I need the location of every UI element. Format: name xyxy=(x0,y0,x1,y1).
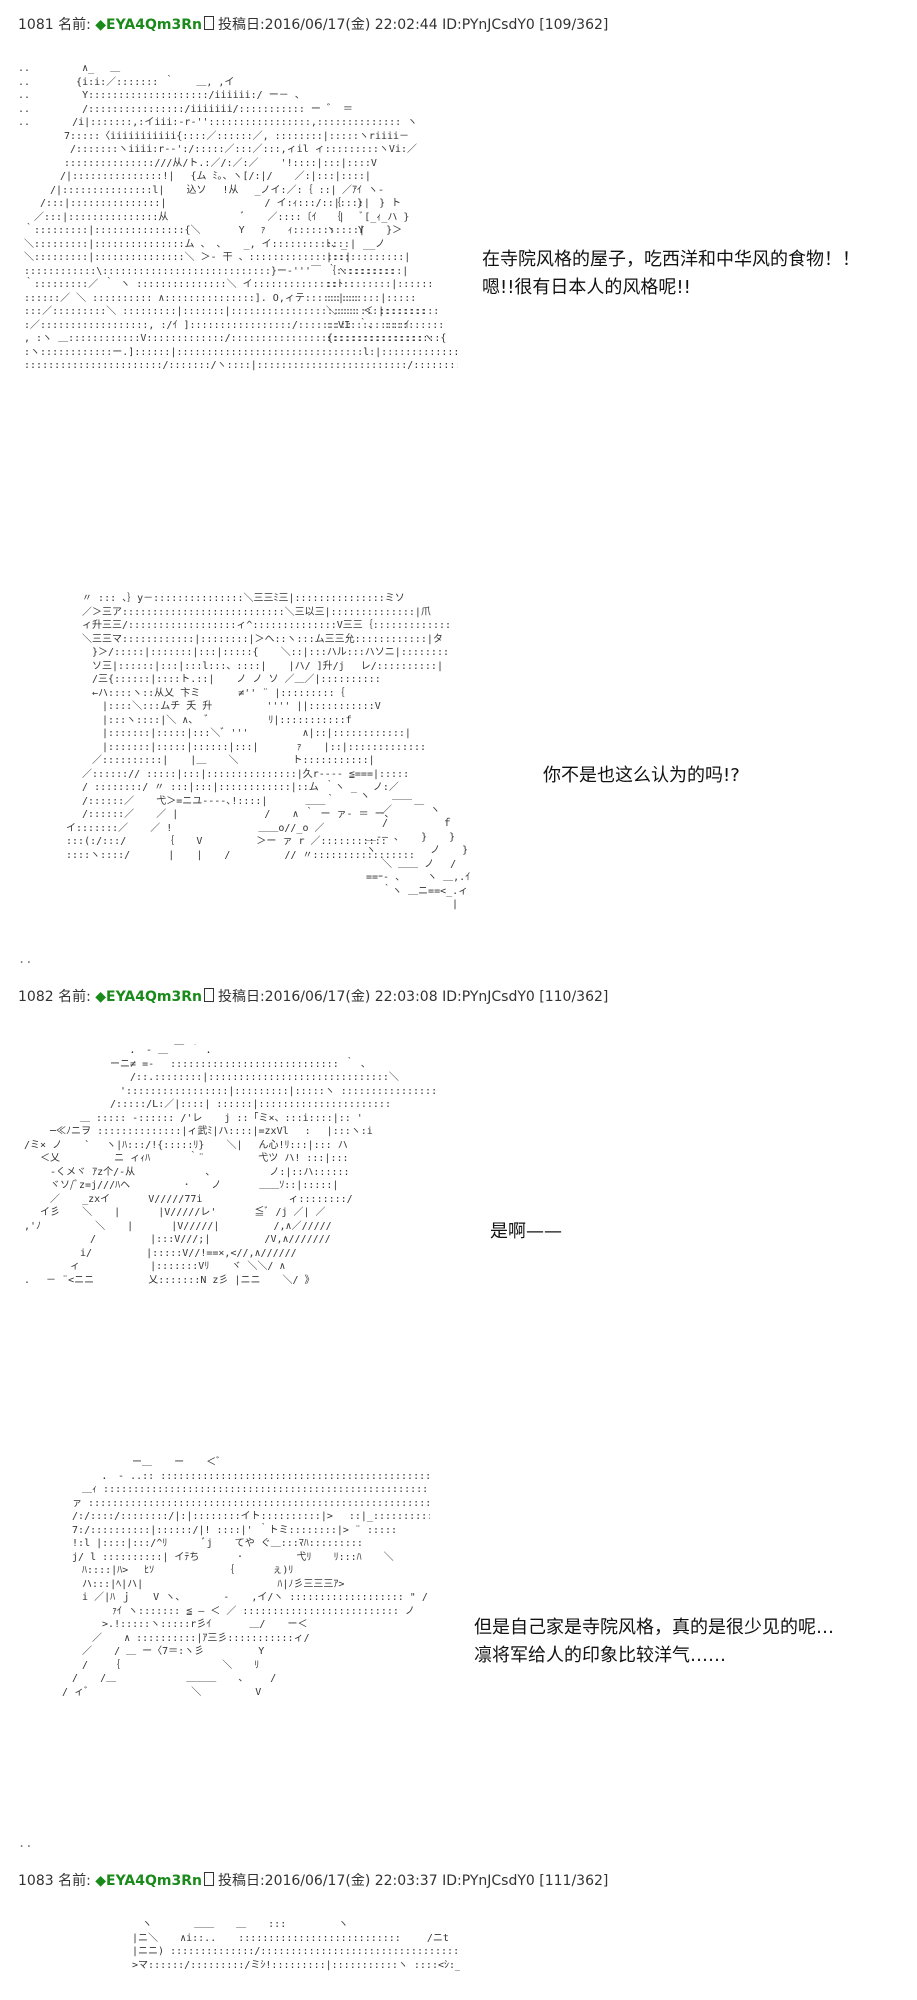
box-icon xyxy=(203,988,214,1002)
name-label: 名前: xyxy=(58,1873,91,1889)
date-label: 投稿日: xyxy=(217,1873,265,1889)
ascii-art-character-3: ． ‐ ＿ ￣ ｀ ． ーニ≠ =‐ :::::::::::::::::::::… xyxy=(24,1045,438,1286)
post-counter: [111/362] xyxy=(539,1873,609,1889)
name-label: 名前: xyxy=(58,17,91,33)
dialogue-text-3: 是啊—— xyxy=(490,1221,562,1242)
post-counter: [110/362] xyxy=(539,989,609,1005)
date-label: 投稿日: xyxy=(217,989,265,1005)
post-header-1083: 1083 名前: ◆EYA4Qm3Rn 投稿日:2016/06/17(金) 22:… xyxy=(18,1870,608,1890)
post-id[interactable]: ID:PYnJCsdY0 xyxy=(442,1873,535,1889)
date-label: 投稿日: xyxy=(217,17,265,33)
ascii-art-character-2: 〃 ::: 、｝y－:::::::::::::::＼三三ﾐ三|:::::::::… xyxy=(66,593,450,861)
gap-dots: .. xyxy=(18,952,33,966)
trip-code[interactable]: ◆EYA4Qm3Rn xyxy=(95,1873,202,1889)
gap-dots: .. xyxy=(18,1836,33,1850)
ascii-art-character-2-hand: ヽ ＿＿ ／ ￣ ヽ / ｆ ＿-― ､ } } ヽ ノ } ＼ ＿＿ ノ / … xyxy=(360,791,471,910)
name-label: 名前: xyxy=(58,989,91,1005)
dialogue-text-4: 但是自己家是寺院风格，真的是很少见的呢… 凛将军给人的印象比较洋气…… xyxy=(474,1614,834,1670)
post-date: 2016/06/17(金) 22:03:37 xyxy=(264,1873,438,1889)
ascii-art-character-4: ー＿ ー ＜ﾞ ． ‐ ..:: :::::::::::::::::::::::… xyxy=(62,1457,430,1698)
post-date: 2016/06/17(金) 22:03:08 xyxy=(264,989,438,1005)
post-number: 1082 xyxy=(18,989,54,1005)
post-id[interactable]: ID:PYnJCsdY0 xyxy=(442,989,535,1005)
dialogue-line-1b: 嗯!!很有日本人的风格呢!! xyxy=(482,277,691,298)
ascii-art-character-5: ヽ ＿＿ ＿ ::: ヽ |ニ＼ ∧i::.. ::::::::::::::::… xyxy=(132,1919,460,1971)
trip-code[interactable]: ◆EYA4Qm3Rn xyxy=(95,17,202,33)
post-counter: [109/362] xyxy=(539,17,609,33)
post-number: 1081 xyxy=(18,17,54,33)
dialogue-line-1a: 在寺院风格的屋子，吃西洋和中华风的食物！！ xyxy=(482,249,860,270)
post-header-1082: 1082 名前: ◆EYA4Qm3Rn 投稿日:2016/06/17(金) 22:… xyxy=(18,986,608,1006)
dialogue-text-1: 在寺院风格的屋子，吃西洋和中华风的食物！！ 嗯!!很有日本人的风格呢!! xyxy=(482,246,860,302)
post-number: 1083 xyxy=(18,1873,54,1889)
ascii-art-character-1-side: ／ｱｲ ヽ- ｛ } } ト ｛ ﾞ[_ｨ_ハ } ヽ Y }＞ ﾄ、_ __ノ… xyxy=(326,184,447,345)
dialogue-text-2: 你不是也这么认为的吗!? xyxy=(543,765,740,786)
trip-code[interactable]: ◆EYA4Qm3Rn xyxy=(95,989,202,1005)
box-icon xyxy=(203,1872,214,1886)
post-header-1081: 1081 名前: ◆EYA4Qm3Rn 投稿日:2016/06/17(金) 22:… xyxy=(18,14,608,34)
dialogue-line-4b: 凛将军给人的印象比较洋气…… xyxy=(474,1645,726,1666)
box-icon xyxy=(203,16,214,30)
ascii-art-character-1: .. ∧_ ＿ .. {i:i:／::::::: ｀ ＿, ,イ .. Y:::… xyxy=(18,63,458,371)
dialogue-line-4a: 但是自己家是寺院风格，真的是很少见的呢… xyxy=(474,1617,834,1638)
post-id[interactable]: ID:PYnJCsdY0 xyxy=(442,17,535,33)
post-date: 2016/06/17(金) 22:02:44 xyxy=(264,17,438,33)
